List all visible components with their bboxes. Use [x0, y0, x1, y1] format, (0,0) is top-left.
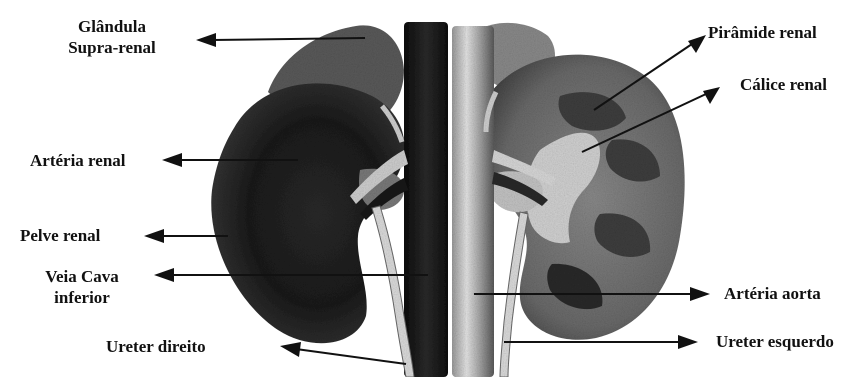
label-veia-cava-inferior: Veia Cava inferior — [26, 266, 138, 308]
vena-cava-shape — [404, 22, 448, 377]
arrow-pelve-renal-head — [144, 229, 164, 243]
arrow-piramide-head — [688, 35, 706, 53]
arrow-veia-cava-head — [154, 268, 174, 282]
arrow-ureter-esquerdo-head — [678, 335, 698, 349]
arrow-arteria-renal-head — [162, 153, 182, 167]
label-arteria-renal: Artéria renal — [30, 150, 126, 171]
label-glandula-supra-renal: Glândula Supra-renal — [52, 16, 172, 58]
label-ureter-esquerdo: Ureter esquerdo — [716, 331, 834, 352]
label-arteria-aorta: Artéria aorta — [724, 283, 821, 304]
arrow-glandula-head — [196, 33, 216, 47]
label-glandula-line2: Supra-renal — [52, 37, 172, 58]
arrow-ureter-direito-line — [296, 349, 406, 364]
aorta-shape — [452, 26, 494, 377]
label-veia-cava-line1: Veia Cava — [26, 266, 138, 287]
arrow-calice-head — [703, 87, 720, 104]
label-ureter-direito: Ureter direito — [106, 336, 206, 357]
label-glandula-line1: Glândula — [52, 16, 172, 37]
label-pelve-renal: Pelve renal — [20, 225, 100, 246]
label-piramide-renal: Pirâmide renal — [708, 22, 817, 43]
label-calice-renal: Cálice renal — [740, 74, 827, 95]
arrow-ureter-direito-head — [280, 342, 301, 357]
arrow-aorta-head — [690, 287, 710, 301]
label-veia-cava-line2: inferior — [26, 287, 138, 308]
